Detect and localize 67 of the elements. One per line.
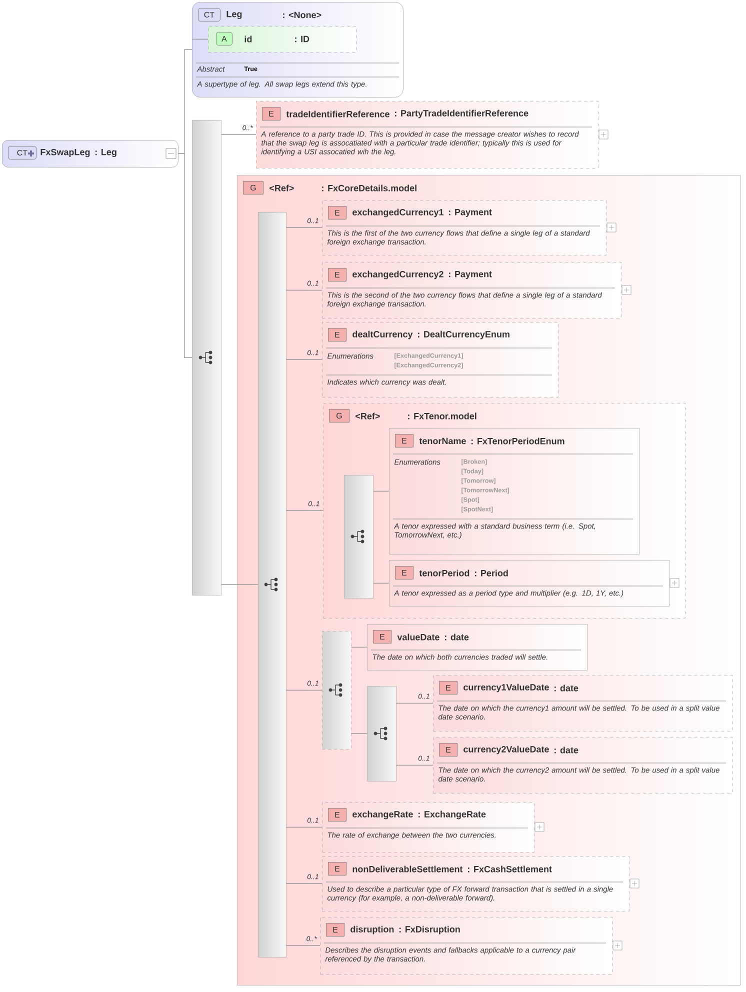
type-badge: CT [198,8,220,22]
type-badge: E [373,630,392,644]
type-name: : FxTenor.model [408,412,476,420]
connector [351,646,368,648]
type-name: : PartyTradeIdentifierReference [395,110,528,118]
type-name: : FxCashSettlement [468,866,552,872]
element-name: exchangedCurrency1 [352,208,444,218]
type-name: : Leg [95,148,116,158]
type-name: : date [445,634,469,640]
type-badge: E [326,923,344,936]
type-badge: E [328,862,346,876]
element-name: id [244,36,252,42]
element-name: currency2ValueDate [464,746,549,754]
connector [286,227,322,228]
connector [286,826,322,828]
connector [373,490,390,492]
connector [351,733,368,734]
element-name: exchangeRate [352,810,413,820]
element-name: nonDeliverableSettlement [352,866,463,872]
type-badge: E [395,434,414,448]
connector [373,582,390,584]
connector [221,134,256,135]
element-name: Leg [226,10,242,20]
type-name: : FxDisruption [399,926,460,934]
connector [178,153,192,358]
connector [286,510,324,511]
element-name: tradeIdentifierReference [286,110,390,118]
element-name: tenorPeriod [419,570,470,576]
type-name: : ID [295,36,310,42]
connector [286,359,322,360]
type-name: : Period [474,570,508,576]
element-name: valueDate [397,634,440,640]
type-badge: E [262,107,280,120]
type-badge: E [328,206,346,220]
element-name: FxSwapLeg [40,148,90,158]
element-name: exchangedCurrency2 [352,270,444,280]
element-name: currency1ValueDate [464,684,549,692]
type-badge: E [439,681,458,694]
type-name: : DealtCurrencyEnum [418,330,510,340]
type-name: : ExchangeRate [418,810,486,820]
type-name: : Payment [449,208,492,218]
type-badge: G [243,181,264,194]
type-badge: E [328,808,346,822]
type-name: : FxTenorPeriodEnum [471,438,564,444]
type-badge: CT [8,146,36,160]
type-badge: E [328,268,346,282]
element-name: tenorName [419,438,466,444]
type-badge: G [329,409,350,422]
type-name: : date [554,684,578,692]
element-name: <Ref> [356,412,380,420]
type-badge: E [328,328,346,342]
element-name: dealtCurrency [352,330,413,340]
connector [221,584,258,585]
connector [286,883,322,884]
type-name: : Payment [449,270,492,280]
connector [396,702,434,704]
type-name: : FxCoreDetails.model [322,184,416,192]
connector [396,764,434,766]
type-badge: A [216,32,232,46]
connector [192,38,208,40]
type-name: : <None> [283,12,322,18]
type-badge: E [395,566,414,580]
element-name: disruption [350,926,394,934]
element-name: <Ref> [270,184,294,192]
connector [286,945,320,946]
type-name: : date [554,746,578,754]
type-badge: E [439,743,458,756]
